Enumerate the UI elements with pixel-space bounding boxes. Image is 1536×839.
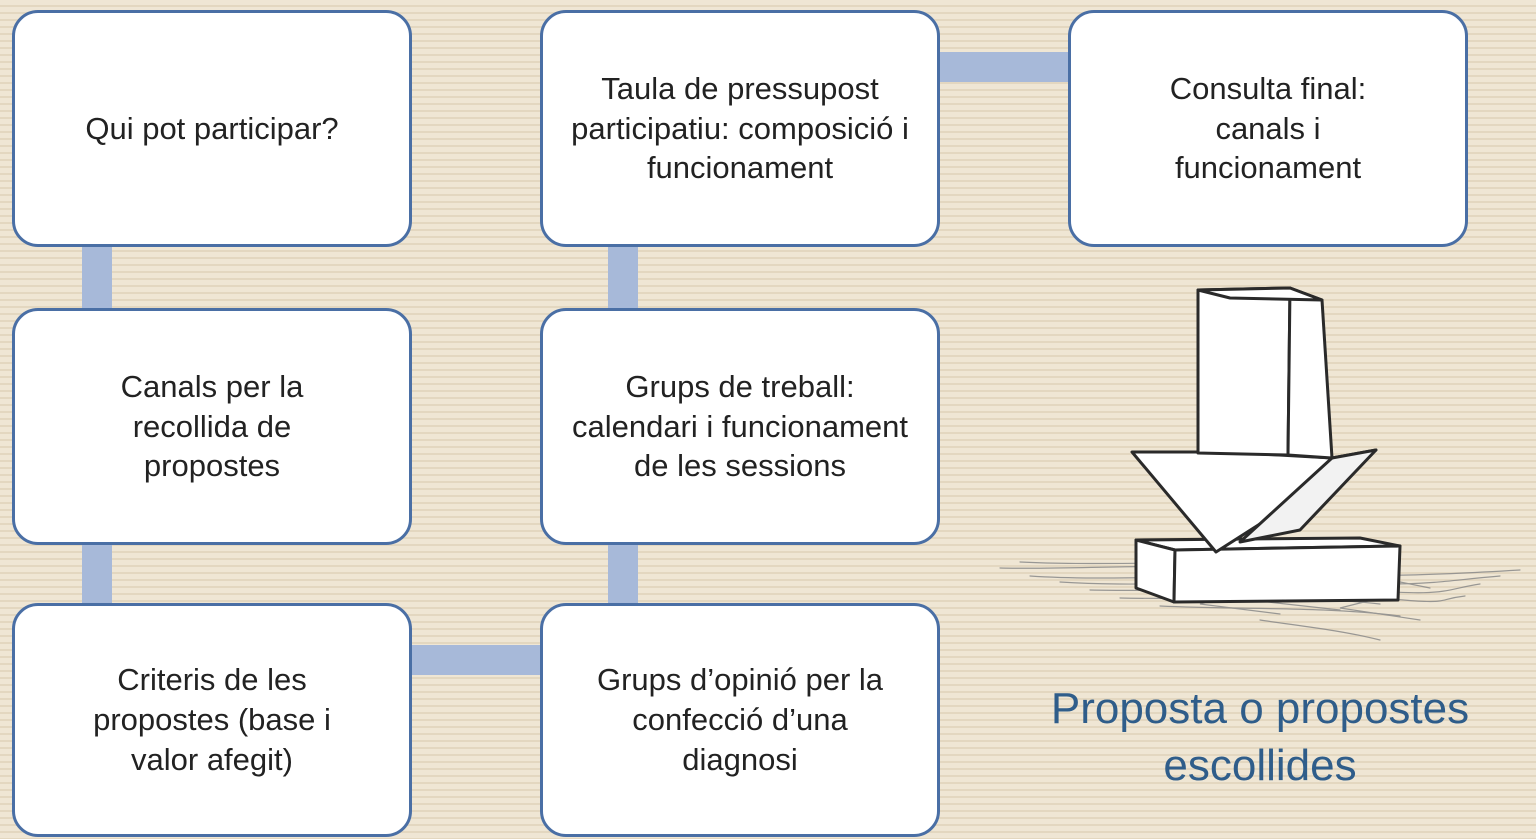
box-consulta-final: Consulta final: canals i funcionament [1068, 10, 1468, 247]
box-grups-opinio: Grups d’opinió per la confecció d’una di… [540, 603, 940, 837]
box-criteris-propostes-label: Criteris de les propostes (base i valor … [93, 662, 331, 777]
box-qui-pot-participar-label: Qui pot participar? [85, 110, 339, 146]
box-qui-pot-participar: Qui pot participar? [12, 10, 412, 247]
result-label: Proposta o propostes escollides [1050, 684, 1470, 791]
box-consulta-final-label: Consulta final: canals i funcionament [1169, 70, 1367, 186]
box-criteris-propostes: Criteris de les propostes (base i valor … [12, 603, 412, 837]
connector-5-6 [608, 240, 638, 320]
box-canals-recollida: Canals per la recollida de propostes [12, 308, 412, 545]
connector-6-7 [930, 52, 1075, 82]
box-canals-recollida-label: Canals per la recollida de propostes [120, 368, 304, 484]
box-taula-pressupost: Taula de pressupost participatiu: compos… [540, 10, 940, 247]
box-grups-treball-label: Grups de treball: calendari i funcioname… [571, 368, 909, 484]
connector-1-2 [82, 240, 112, 320]
box-taula-pressupost-label: Taula de pressupost participatiu: compos… [571, 70, 909, 186]
box-grups-opinio-label: Grups d’opinió per la confecció d’una di… [596, 662, 884, 777]
down-arrow-icon [960, 270, 1536, 670]
connector-3-4 [405, 645, 550, 675]
arrow-base [1134, 536, 1402, 604]
box-grups-treball: Grups de treball: calendari i funcioname… [540, 308, 940, 545]
arrow-shaft [1196, 286, 1334, 460]
